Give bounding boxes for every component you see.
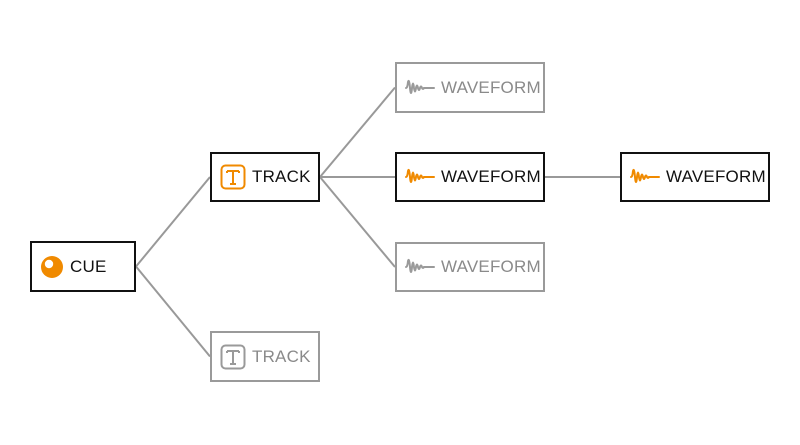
node-waveform-right[interactable]: WAVEFORM [620,152,770,202]
node-track-2[interactable]: TRACK [210,331,320,382]
node-track-1[interactable]: TRACK [210,152,320,202]
waveform-icon [405,165,435,189]
node-waveform-right-label: WAVEFORM [666,167,766,186]
text-t-icon [220,164,246,190]
edge-track_1-waveform_top [319,86,396,178]
node-waveform-mid-label: WAVEFORM [441,167,541,186]
node-waveform-top-label: WAVEFORM [441,77,541,97]
node-track-1-label: TRACK [252,167,311,186]
circle-dot-icon [40,255,64,279]
node-cue-label: CUE [70,256,107,276]
edge-cue-track_2 [135,265,211,358]
node-waveform-mid[interactable]: WAVEFORM [395,152,545,202]
node-waveform-bottom[interactable]: WAVEFORM [395,242,545,292]
text-t-icon [220,344,246,370]
waveform-icon [405,76,435,100]
node-waveform-bottom-label: WAVEFORM [441,257,541,276]
node-track-2-label: TRACK [252,346,311,366]
node-waveform-top[interactable]: WAVEFORM [395,62,545,113]
waveform-icon [630,165,660,189]
node-cue[interactable]: CUE [30,241,136,292]
edge-track_1-waveform_bottom [319,176,396,268]
waveform-icon [405,255,435,279]
edge-cue-track_1 [135,176,211,268]
